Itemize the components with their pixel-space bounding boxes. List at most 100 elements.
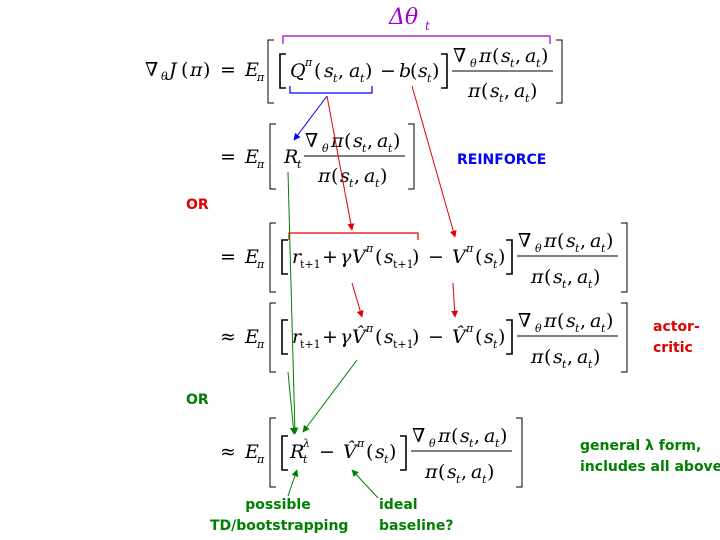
svg-text:∇: ∇ xyxy=(518,230,531,252)
svg-text:): ) xyxy=(365,60,372,82)
svg-text:,: , xyxy=(461,461,467,483)
svg-text:t: t xyxy=(482,473,487,486)
svg-text:t: t xyxy=(601,242,606,255)
svg-text:t: t xyxy=(427,72,432,85)
svg-text:a: a xyxy=(590,310,601,332)
svg-text:∇: ∇ xyxy=(518,310,531,332)
svg-text:): ) xyxy=(593,346,600,368)
svg-text:): ) xyxy=(606,230,613,252)
td-target-overbracket xyxy=(288,232,419,240)
svg-text:r: r xyxy=(292,326,303,348)
svg-text:∇: ∇ xyxy=(145,59,158,81)
svg-text:π: π xyxy=(256,158,265,171)
svg-text:,: , xyxy=(338,60,344,82)
possible-td-label-line-2: TD/bootstrapping xyxy=(210,518,349,534)
arrow-ideal-to-baseline xyxy=(351,469,379,499)
svg-text:a: a xyxy=(514,80,525,102)
svg-text:,: , xyxy=(354,165,360,187)
svg-text:t: t xyxy=(601,322,606,335)
svg-text:π: π xyxy=(189,59,203,81)
arrow-possible-to-lambda-return xyxy=(287,469,299,497)
svg-text:a: a xyxy=(484,425,495,447)
svg-text:s: s xyxy=(384,246,394,268)
svg-text:): ) xyxy=(487,461,494,483)
svg-text:a: a xyxy=(471,461,482,483)
svg-text:π: π xyxy=(330,130,344,152)
svg-text:π: π xyxy=(356,437,365,450)
svg-text:): ) xyxy=(498,326,505,348)
equation-reinforce: = E π R t ∇ θ π ( s t , a t ) π ( s t , … xyxy=(220,123,415,190)
ideal-baseline-label-line-1: ideal xyxy=(379,497,418,513)
svg-text:): ) xyxy=(412,326,419,348)
svg-text:a: a xyxy=(349,60,360,82)
svg-text:(: ( xyxy=(314,60,321,82)
svg-text:t: t xyxy=(575,322,580,335)
svg-text:θ: θ xyxy=(161,70,168,83)
svg-text:s: s xyxy=(353,130,363,152)
svg-text:): ) xyxy=(393,130,400,152)
svg-text:(: ( xyxy=(544,346,551,368)
svg-text:Q: Q xyxy=(290,60,306,82)
svg-text:): ) xyxy=(500,425,507,447)
svg-text:J: J xyxy=(165,59,178,81)
svg-text:t: t xyxy=(536,57,541,70)
svg-text:t: t xyxy=(588,358,593,371)
svg-text:(: ( xyxy=(481,80,488,102)
svg-text:π: π xyxy=(256,453,265,466)
reinforce-label: REINFORCE xyxy=(457,152,547,168)
svg-text:(: ( xyxy=(475,326,482,348)
svg-text:): ) xyxy=(606,310,613,332)
svg-text:t: t xyxy=(562,278,567,291)
svg-text:s: s xyxy=(490,80,500,102)
svg-text:π: π xyxy=(543,230,557,252)
svg-text:t: t xyxy=(495,437,500,450)
svg-text:V̂: V̂ xyxy=(452,326,468,348)
q-value-underbracket xyxy=(289,86,373,94)
svg-text:+: + xyxy=(322,326,338,348)
svg-text:−: − xyxy=(428,326,444,348)
svg-text:a: a xyxy=(577,346,588,368)
svg-text:+: + xyxy=(322,246,338,268)
svg-text:t: t xyxy=(510,57,515,70)
svg-text:R: R xyxy=(289,441,304,463)
svg-text:,: , xyxy=(580,310,586,332)
svg-text:π: π xyxy=(543,310,557,332)
svg-text:π: π xyxy=(256,258,265,271)
svg-text:b: b xyxy=(399,60,411,82)
svg-text:γ: γ xyxy=(340,246,352,268)
svg-text:): ) xyxy=(389,441,396,463)
svg-text:V: V xyxy=(452,246,468,268)
arrow-q-to-td-target xyxy=(326,95,355,231)
svg-text:t+1: t+1 xyxy=(393,338,414,351)
svg-text:t: t xyxy=(349,177,354,190)
svg-text:(: ( xyxy=(331,165,338,187)
equation-policy-gradient: ∇ θ J ( π ) = E π Q π ( s t , a t ) − b … xyxy=(145,39,563,105)
or-label-red: OR xyxy=(186,197,209,213)
svg-text:θ: θ xyxy=(535,322,542,335)
svg-text:π: π xyxy=(365,322,374,335)
svg-text:E: E xyxy=(244,326,259,348)
svg-text:t+1: t+1 xyxy=(393,258,414,271)
arrow-next-estimate-to-lambda xyxy=(302,359,358,433)
ideal-baseline-label-line-2: baseline? xyxy=(379,518,454,534)
svg-text:π: π xyxy=(465,322,474,335)
svg-text:π: π xyxy=(317,165,331,187)
svg-text:t: t xyxy=(384,453,389,466)
svg-text:=: = xyxy=(220,146,236,168)
equation-lambda-return: ≈ E π R λ t − V̂ π ( s t ) ∇ θ π ( s t ,… xyxy=(220,417,523,488)
svg-text:s: s xyxy=(566,310,576,332)
svg-text:,: , xyxy=(580,230,586,252)
svg-text:): ) xyxy=(498,246,505,268)
svg-text:t: t xyxy=(333,72,338,85)
svg-text:t: t xyxy=(588,278,593,291)
svg-text:=: = xyxy=(220,246,236,268)
svg-text:π: π xyxy=(478,45,492,67)
svg-text:V: V xyxy=(352,246,368,268)
svg-text:(: ( xyxy=(181,59,188,81)
svg-text:t: t xyxy=(362,142,367,155)
svg-text:t: t xyxy=(499,92,504,105)
svg-text:t: t xyxy=(360,72,365,85)
svg-text:s: s xyxy=(447,461,457,483)
svg-text:γ: γ xyxy=(340,326,352,348)
